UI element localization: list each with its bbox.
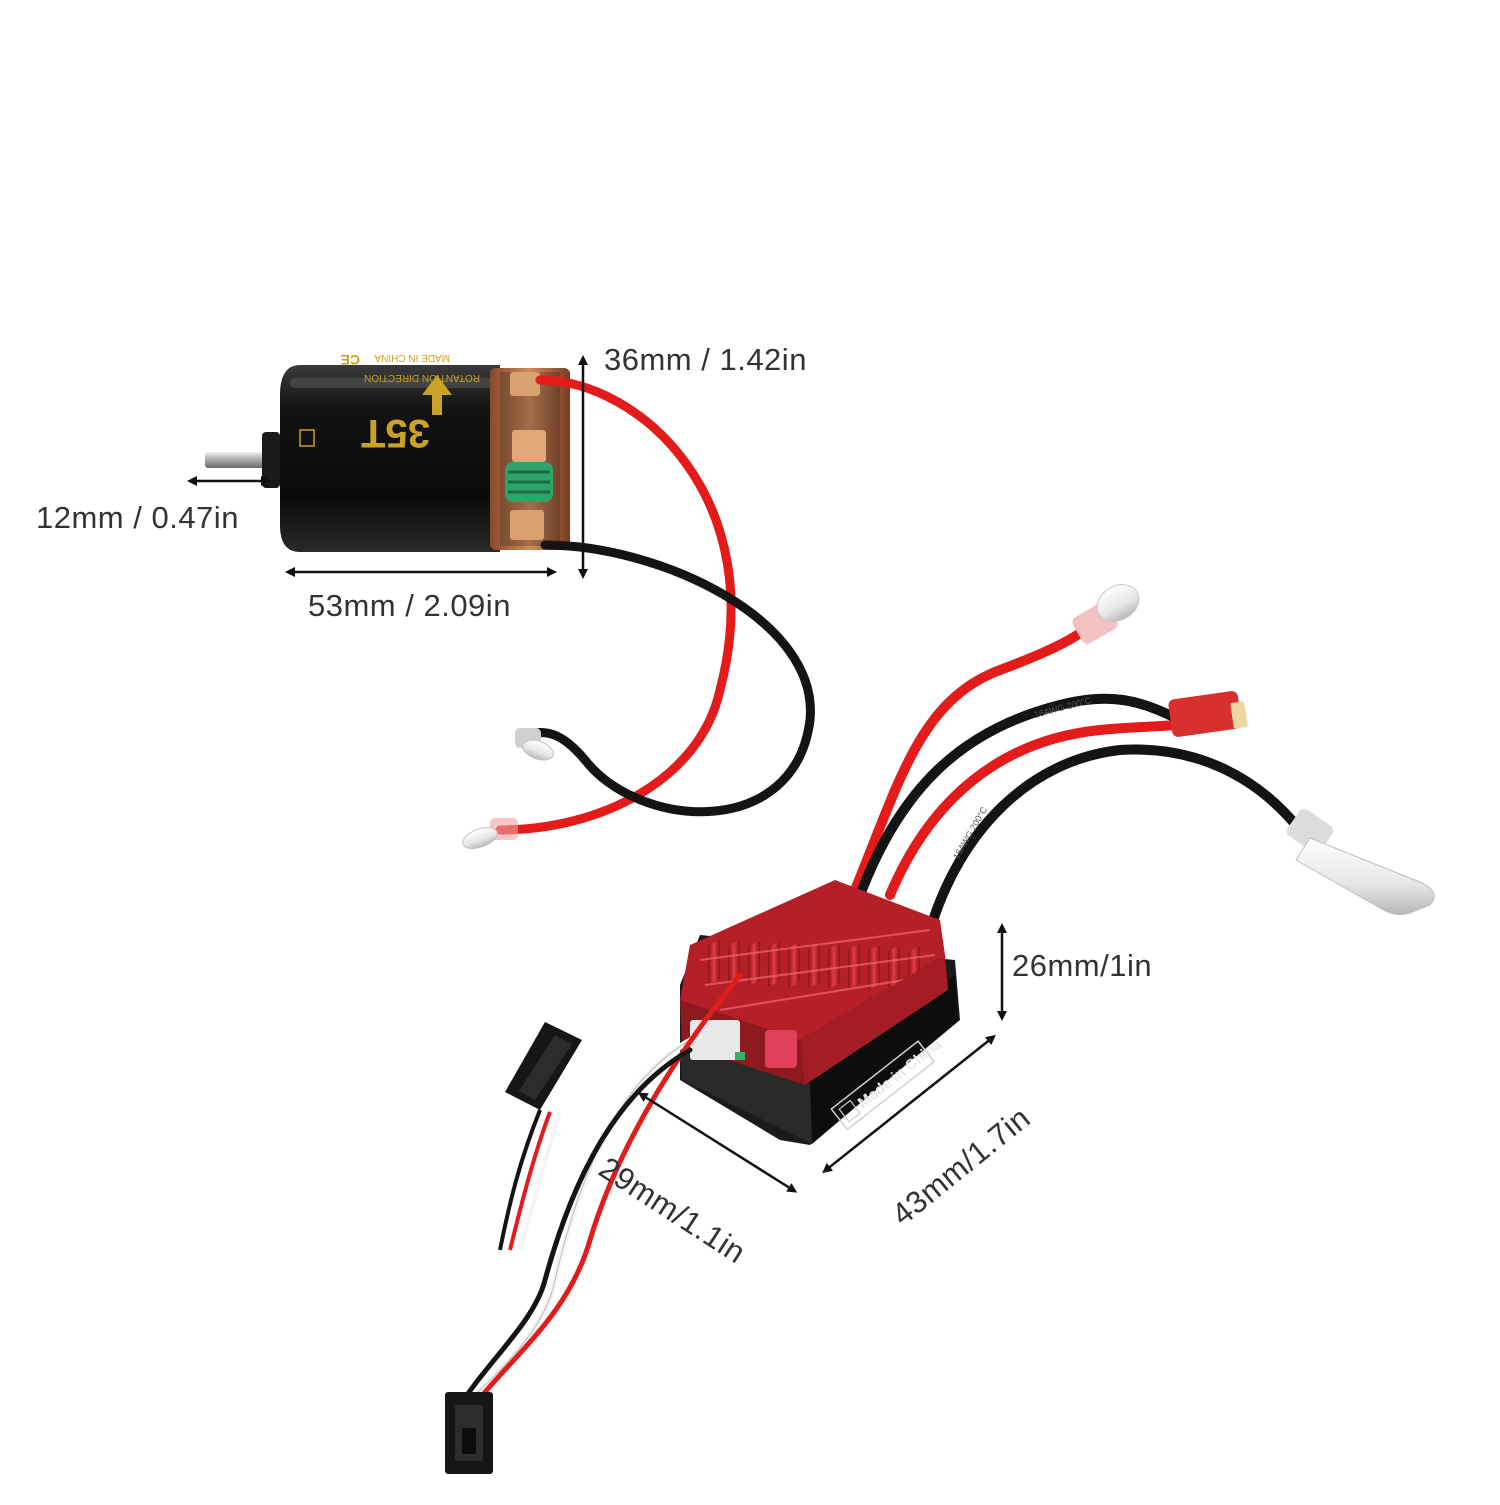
brushed-motor: 35T ROTANTION DIRECTION MADE IN CHINA CE — [205, 352, 570, 552]
wire-gauge-print-1: 16AWG 200°C — [1033, 695, 1093, 720]
motor-shaft — [205, 452, 267, 468]
motor-bullet-connector-2 — [515, 728, 554, 761]
motor-bullet-connector-1 — [462, 818, 518, 849]
receiver-wire-red — [477, 972, 743, 1401]
esc-wire-black-motor — [855, 693, 1185, 900]
brush-holder-bottom — [510, 510, 544, 540]
motor-turns-label: 35T — [361, 411, 430, 455]
esc-status-led — [735, 1052, 745, 1060]
receiver-wire-black — [462, 1047, 693, 1401]
rotation-direction-label: ROTANTION DIRECTION — [364, 372, 480, 383]
motor-diameter-label: 36mm / 1.42in — [604, 342, 807, 377]
weee-bin-icon — [299, 429, 315, 447]
brush-holder-mid — [512, 430, 546, 462]
esc-setup-button — [765, 1030, 797, 1068]
motor-can — [280, 365, 500, 552]
esc-width-dimension-line — [637, 1092, 798, 1193]
motor-bushing — [262, 432, 280, 488]
heatsink-highlights — [699, 929, 936, 1011]
esc-length-dimension-line — [822, 1034, 996, 1174]
ce-mark: CE — [341, 352, 360, 368]
heatsink-fins — [708, 939, 920, 991]
esc-bullet-connector-top — [1072, 584, 1140, 644]
esc-height-label: 26mm/1in — [1012, 948, 1153, 983]
motor-length-label: 53mm / 2.09in — [308, 588, 511, 623]
esc-power-switch — [445, 1392, 493, 1474]
esc-wire-black-battery — [925, 744, 1305, 935]
servo-plug — [498, 1022, 582, 1251]
esc-wire-red-battery — [885, 715, 1205, 900]
rotation-arrow-icon — [422, 375, 452, 415]
motor-wire-red — [495, 375, 736, 835]
esc-receiver-port — [690, 1020, 740, 1060]
esc-wire-red-motor — [850, 620, 1095, 895]
esc-bullet-connector-right — [1286, 808, 1435, 916]
t-plug-connector — [1168, 691, 1248, 737]
motor-wire-black — [515, 540, 815, 817]
shaft-length-label: 12mm / 0.47in — [36, 500, 239, 535]
bullet-housing — [1295, 837, 1435, 916]
motor-origin-label: MADE IN CHINA — [374, 352, 450, 363]
brush-holder-top — [510, 372, 540, 396]
